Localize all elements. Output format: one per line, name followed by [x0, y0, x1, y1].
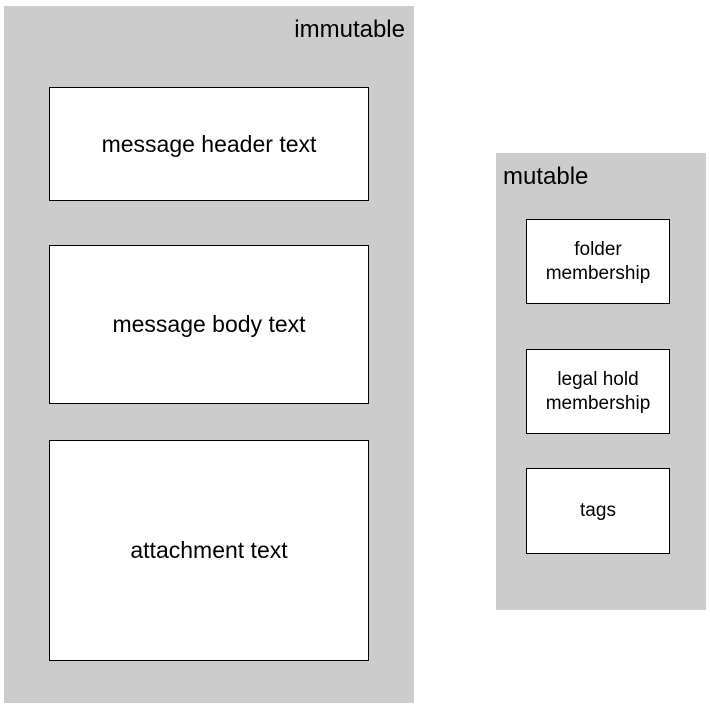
- tags-label: tags: [580, 500, 616, 522]
- message-header-text-label: message header text: [101, 130, 317, 157]
- folder-membership-box: folder membership: [526, 219, 670, 304]
- mutable-group-label: mutable: [503, 163, 589, 190]
- legal-hold-membership-label: legal hold membership: [545, 368, 651, 414]
- message-header-text-box: message header text: [49, 87, 369, 201]
- tags-box: tags: [526, 468, 670, 554]
- message-body-text-label: message body text: [112, 311, 306, 337]
- legal-hold-membership-box: legal hold membership: [526, 349, 670, 434]
- immutable-group-label: immutable: [294, 16, 405, 43]
- folder-membership-label: folder membership: [545, 238, 651, 284]
- attachment-text-box: attachment text: [49, 440, 369, 661]
- attachment-text-label: attachment text: [130, 537, 288, 563]
- message-body-text-box: message body text: [49, 245, 369, 404]
